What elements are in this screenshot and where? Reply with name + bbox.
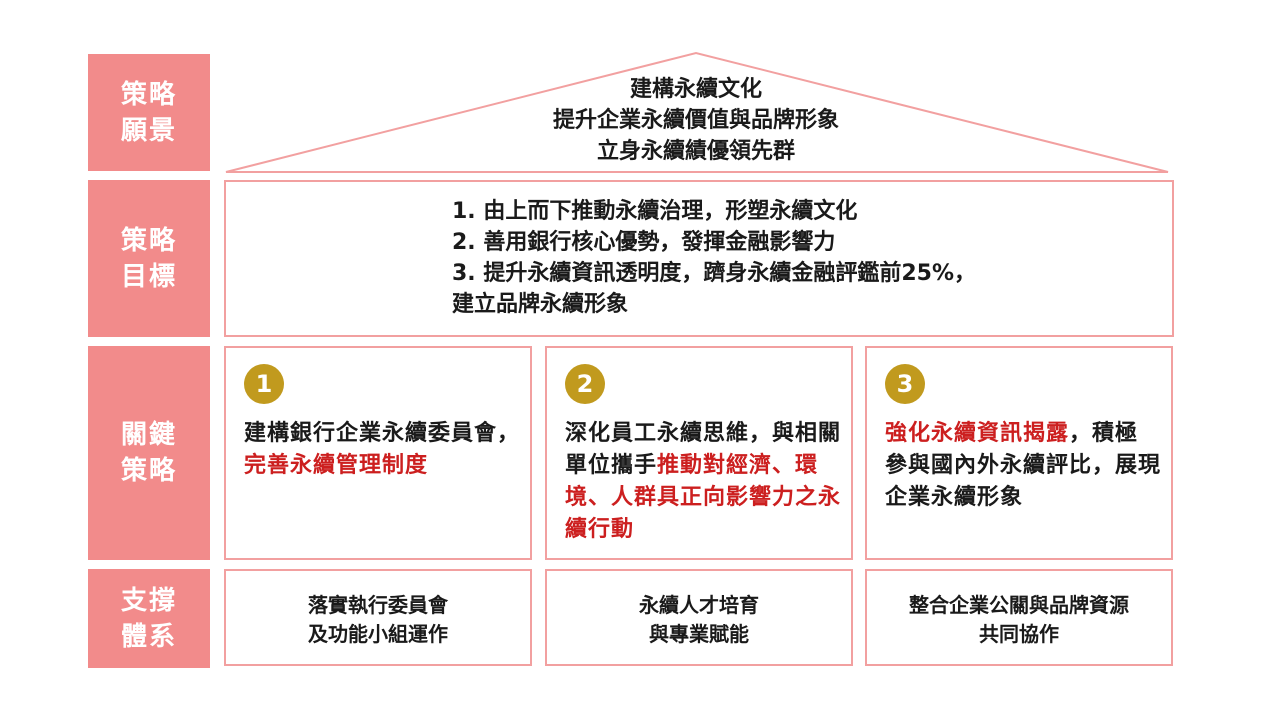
strategy-text-highlight: 完善永續管理制度: [244, 453, 429, 478]
goals-box: 1. 由上而下推動永續治理，形塑永續文化 2. 善用銀行核心優勢，發揮金融影響力…: [224, 180, 1174, 337]
support-line: 共同協作: [979, 622, 1059, 646]
support-label-line: 支撐: [120, 585, 177, 616]
vision-row-label: 策略 願景: [88, 54, 210, 171]
number-badge: 2: [565, 364, 605, 404]
support-text: 永續人才培育 與專業賦能: [547, 591, 851, 649]
vision-statement: 建構永續文化 提升企業永續價值與品牌形象 立身永續績優領先群: [224, 74, 1168, 167]
strategy-text-highlight: 推動對經濟、環境、人群具正向影響力之永續行動: [565, 453, 842, 542]
goals-row-label: 策略 目標: [88, 180, 210, 337]
support-text: 整合企業公關與品牌資源 共同協作: [867, 591, 1171, 649]
vision-line: 建構永續文化: [629, 77, 762, 102]
strategy-text-plain: 建構銀行企業永續委員會，: [244, 421, 521, 446]
strategy-text-highlight: 強化永續資訊揭露: [885, 421, 1070, 446]
vision-label-line: 策略: [120, 79, 177, 110]
goal-line: 2. 善用銀行核心優勢，發揮金融影響力: [452, 230, 836, 255]
goal-line: 1. 由上而下推動永續治理，形塑永續文化: [452, 199, 858, 224]
support-line: 整合企業公關與品牌資源: [909, 593, 1129, 617]
strategy-card-1: 1 建構銀行企業永續委員會， 完善永續管理制度: [224, 346, 532, 560]
strategy-label-line: 關鍵: [120, 420, 177, 450]
vision-label-line: 願景: [120, 115, 177, 146]
strategy-text: 建構銀行企業永續委員會， 完善永續管理制度: [244, 418, 520, 482]
strategy-text: 深化員工永續思維，與相關單位攜手推動對經濟、環境、人群具正向影響力之永續行動: [565, 418, 841, 546]
goals-label-line: 策略: [120, 225, 177, 256]
support-line: 永續人才培育: [639, 593, 759, 617]
strategy-card-2: 2 深化員工永續思維，與相關單位攜手推動對經濟、環境、人群具正向影響力之永續行動: [545, 346, 853, 560]
strategy-label-line: 策略: [120, 456, 177, 486]
number-badge: 1: [244, 364, 284, 404]
support-text: 落實執行委員會 及功能小組運作: [226, 591, 530, 649]
goals-label-line: 目標: [120, 261, 177, 292]
strategy-card-3: 3 強化永續資訊揭露，積極參與國內外永續評比，展現企業永續形象: [865, 346, 1173, 560]
strategy-text-plain-after: ，積極參與國內外永續評比，展現企業永續形象: [885, 421, 1162, 510]
support-line: 及功能小組運作: [308, 622, 448, 646]
number-badge: 3: [885, 364, 925, 404]
vision-line: 立身永續績優領先群: [596, 139, 795, 164]
support-card-3: 整合企業公關與品牌資源 共同協作: [865, 569, 1173, 666]
support-card-2: 永續人才培育 與專業賦能: [545, 569, 853, 666]
support-line: 與專業賦能: [649, 622, 749, 646]
support-line: 落實執行委員會: [308, 593, 448, 617]
strategy-row-label: 關鍵 策略: [88, 346, 210, 560]
goal-line: 3. 提升永續資訊透明度，躋身永續金融評鑑前25%，: [452, 261, 976, 286]
support-row-label: 支撐 體系: [88, 569, 210, 668]
strategy-text-plain: 深化員工永續思維，與相關單位攜手: [565, 421, 842, 478]
strategy-text: 強化永續資訊揭露，積極參與國內外永續評比，展現企業永續形象: [885, 418, 1161, 514]
vision-roof: [225, 51, 1169, 173]
goal-line: 建立品牌永續形象: [452, 292, 629, 317]
support-card-1: 落實執行委員會 及功能小組運作: [224, 569, 532, 666]
support-label-line: 體系: [120, 621, 177, 652]
goals-list: 1. 由上而下推動永續治理，形塑永續文化 2. 善用銀行核心優勢，發揮金融影響力…: [452, 196, 976, 320]
vision-line: 提升企業永續價值與品牌形象: [552, 108, 839, 133]
